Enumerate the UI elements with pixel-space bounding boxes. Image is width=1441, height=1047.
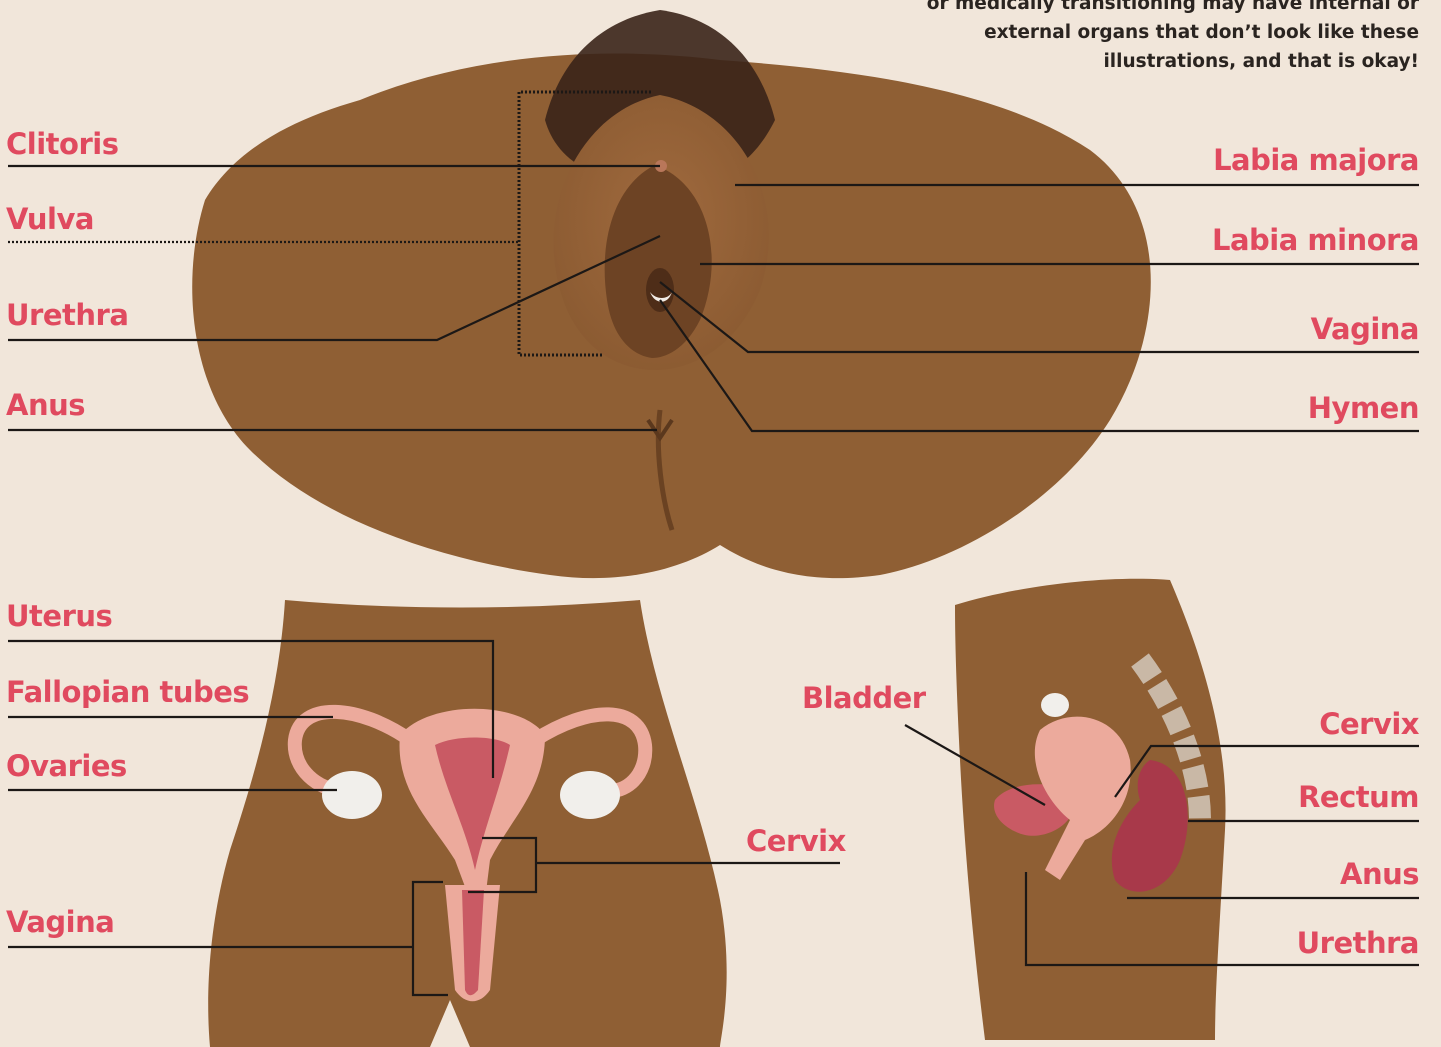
label-urethra-side: Urethra [1297,926,1419,960]
label-clitoris: Clitoris [6,127,118,161]
ovary-side-shape [1041,693,1069,717]
disclaimer-note: or medically transitioning may have inte… [859,0,1419,76]
label-cervix-front: Cervix [746,824,846,858]
label-urethra: Urethra [6,298,128,332]
label-bladder: Bladder [802,681,926,715]
label-uterus: Uterus [6,599,112,633]
label-labia-minora: Labia minora [1212,223,1419,257]
label-anus: Anus [6,388,85,422]
note-line-2: external organs that don’t look like the… [984,22,1419,43]
label-fallopian-tubes: Fallopian tubes [6,675,249,709]
label-vagina-internal: Vagina [6,905,114,939]
label-ovaries: Ovaries [6,749,127,783]
label-anus-side: Anus [1340,857,1419,891]
label-cervix-side: Cervix [1319,707,1419,741]
side-view-illustration [955,579,1226,1040]
label-labia-majora: Labia majora [1213,143,1419,177]
label-hymen: Hymen [1308,391,1419,425]
note-line-3: illustrations, and that is okay! [1103,51,1419,72]
ovary-left-shape [322,771,382,819]
internal-front-illustration [208,600,726,1047]
label-vulva: Vulva [6,202,94,236]
label-vagina: Vagina [1311,312,1419,346]
note-line-1: or medically transitioning may have inte… [927,0,1419,14]
label-rectum: Rectum [1298,780,1419,814]
ovary-right-shape [560,771,620,819]
external-view-illustration [192,10,1151,578]
